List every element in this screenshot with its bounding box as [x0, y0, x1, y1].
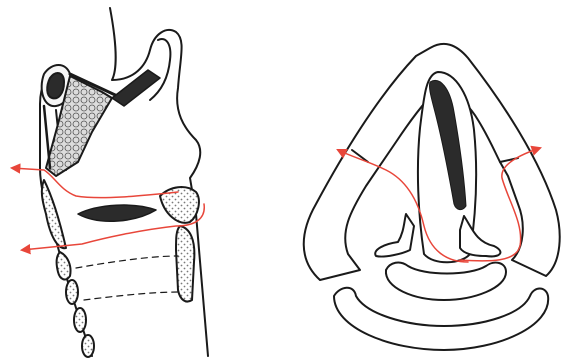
cricoid-posterior: [176, 226, 194, 302]
superior-view: [304, 44, 560, 350]
epiglottis-inner: [150, 39, 170, 100]
tracheal-ring-3: [82, 335, 94, 357]
arytenoid-right: [460, 216, 500, 256]
cricoid-outer-arc: [334, 288, 548, 350]
epiglottis-band: [112, 70, 160, 106]
lateral-section: [12, 8, 208, 357]
tracheal-ring-2: [74, 308, 86, 332]
ventricular-fold: [160, 187, 199, 223]
cricoid-inner-band: [386, 263, 506, 300]
vocal-fold: [78, 205, 156, 221]
red-path-upper: [12, 168, 178, 198]
cricoid-anterior: [57, 252, 71, 279]
posterior-wall-outline: [110, 8, 208, 356]
arytenoid-left: [375, 214, 414, 257]
tracheal-ring-1: [66, 280, 78, 304]
dashed-line-1: [76, 256, 178, 268]
thyroid-cartilage: [42, 180, 66, 248]
dashed-line-2: [84, 292, 180, 300]
hyoid-core: [47, 73, 64, 98]
thyrohyoid-band: [44, 106, 50, 168]
left-fold-cutout: [352, 150, 368, 162]
